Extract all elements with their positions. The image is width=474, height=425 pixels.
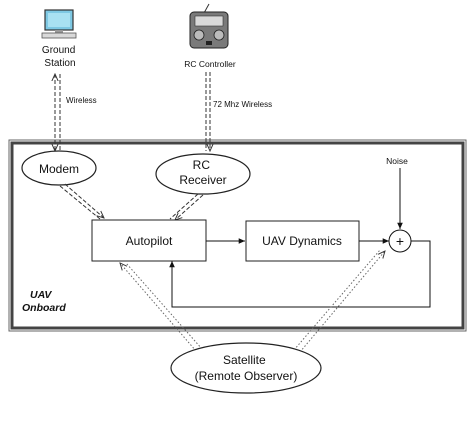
summing-junction: +	[388, 229, 412, 253]
ground-station-label: Ground Station	[42, 45, 78, 69]
uav-dynamics-node: UAV Dynamics	[245, 220, 360, 262]
svg-text:RC Receiver: RC Receiver	[179, 158, 226, 187]
rc-wireless-label: 72 Mhz Wireless	[213, 100, 272, 109]
noise-label: Noise	[386, 156, 408, 166]
feedback-loop	[169, 240, 431, 308]
computer-icon	[41, 9, 77, 39]
svg-text:UAV Dynamics: UAV Dynamics	[262, 234, 342, 248]
svg-text:Modem: Modem	[39, 162, 79, 176]
rcreceiver-autopilot-link	[169, 193, 204, 220]
satellite-links	[120, 249, 385, 353]
rc-receiver-link	[205, 72, 210, 151]
rc-controller-label: RC Controller	[184, 59, 236, 69]
modem-autopilot-link	[59, 183, 104, 220]
svg-text:Autopilot: Autopilot	[126, 234, 173, 248]
uav-onboard-label: UAV Onboard	[22, 289, 66, 314]
ground-modem-link	[55, 74, 61, 151]
satellite-node: Satellite (Remote Observer)	[170, 342, 322, 394]
svg-text:Satellite (Remote Observ: Satellite (Remote Observer)	[195, 353, 298, 383]
autopilot-node: Autopilot	[91, 219, 207, 262]
rc-controller-icon	[189, 3, 229, 49]
modem-node: Modem	[21, 150, 97, 186]
rc-receiver-node: RC Receiver	[155, 153, 251, 195]
wireless-label: Wireless	[66, 96, 97, 105]
uav-onboard-frame	[8, 139, 467, 332]
svg-text:+: +	[396, 233, 404, 249]
